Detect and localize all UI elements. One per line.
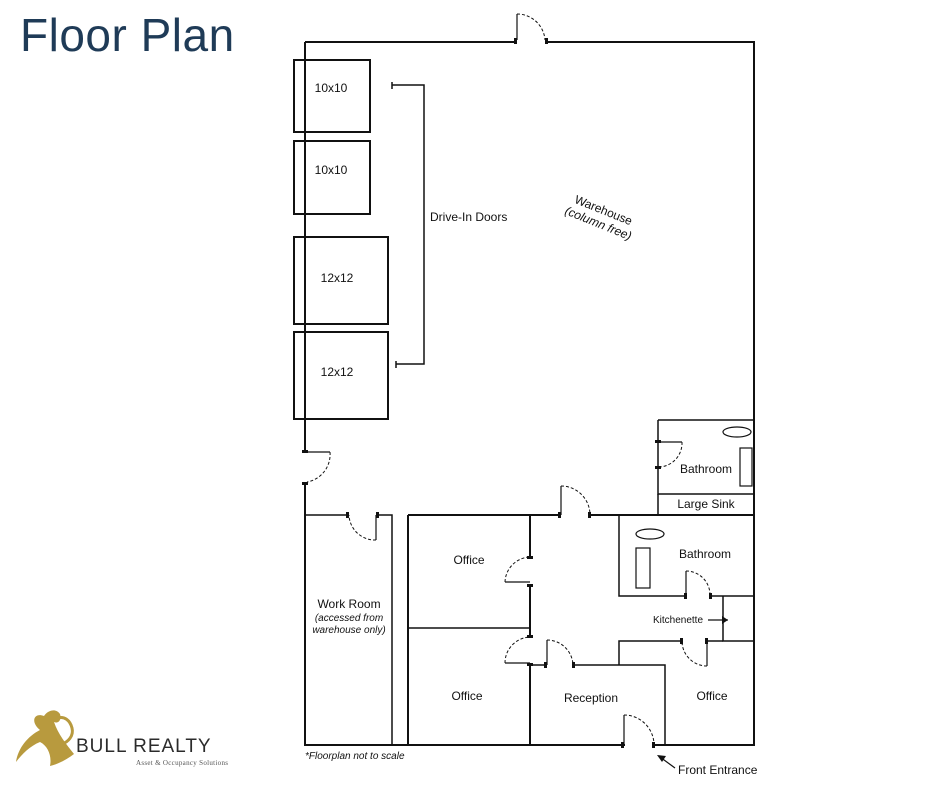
front-entrance-label: Front Entrance xyxy=(678,763,758,777)
work-room xyxy=(305,512,393,745)
work-room-note-2: warehouse only) xyxy=(312,625,385,636)
drive-in-doors-label: Drive-In Doors xyxy=(430,210,507,224)
warehouse-label: Warehouse (column free) xyxy=(563,192,635,243)
footnote: *Floorplan not to scale xyxy=(305,751,405,762)
bull-head-icon xyxy=(16,710,74,766)
drive-in-bracket xyxy=(391,82,425,368)
side-door xyxy=(302,450,331,485)
large-sink-label: Large Sink xyxy=(677,497,735,511)
upper-office-door xyxy=(504,556,533,587)
reception-walls xyxy=(530,639,666,745)
office-block-top-wall xyxy=(408,485,754,518)
left-office-walls xyxy=(407,515,531,745)
bull-realty-logo: BULL REALTY Asset & Occupancy Solutions xyxy=(16,710,228,767)
work-room-note-1: (accessed from xyxy=(315,613,383,624)
top-door xyxy=(514,13,548,44)
office-right-label: Office xyxy=(696,689,727,703)
kitchenette xyxy=(708,596,754,642)
drive-in-door-4 xyxy=(293,331,389,420)
drive-in-door-3 xyxy=(293,236,389,325)
upper-bathroom xyxy=(655,419,754,495)
door-3-label: 12x12 xyxy=(321,271,354,285)
bathroom-lower-label: Bathroom xyxy=(679,547,731,561)
kitchenette-label: Kitchenette xyxy=(653,615,703,626)
door-4-label: 12x12 xyxy=(321,365,354,379)
reception-label: Reception xyxy=(564,691,618,705)
right-office-walls xyxy=(618,638,723,667)
door-1-label: 10x10 xyxy=(315,81,348,95)
page-title: Floor Plan xyxy=(20,9,235,61)
front-entrance-arrow xyxy=(657,755,676,769)
drive-in-door-2 xyxy=(293,140,371,215)
logo-tagline: Asset & Occupancy Solutions xyxy=(136,759,228,767)
bathroom-upper-label: Bathroom xyxy=(680,462,732,476)
office-upper-label: Office xyxy=(453,553,484,567)
lower-office-door xyxy=(504,635,533,666)
office-lower-left-label: Office xyxy=(451,689,482,703)
drive-in-door-1 xyxy=(293,59,371,133)
lower-bathroom xyxy=(618,515,754,599)
logo-name: BULL REALTY xyxy=(76,736,212,757)
front-entrance-door xyxy=(621,714,655,748)
outer-walls xyxy=(304,41,755,746)
door-2-label: 10x10 xyxy=(315,163,348,177)
work-room-label: Work Room xyxy=(317,597,380,611)
